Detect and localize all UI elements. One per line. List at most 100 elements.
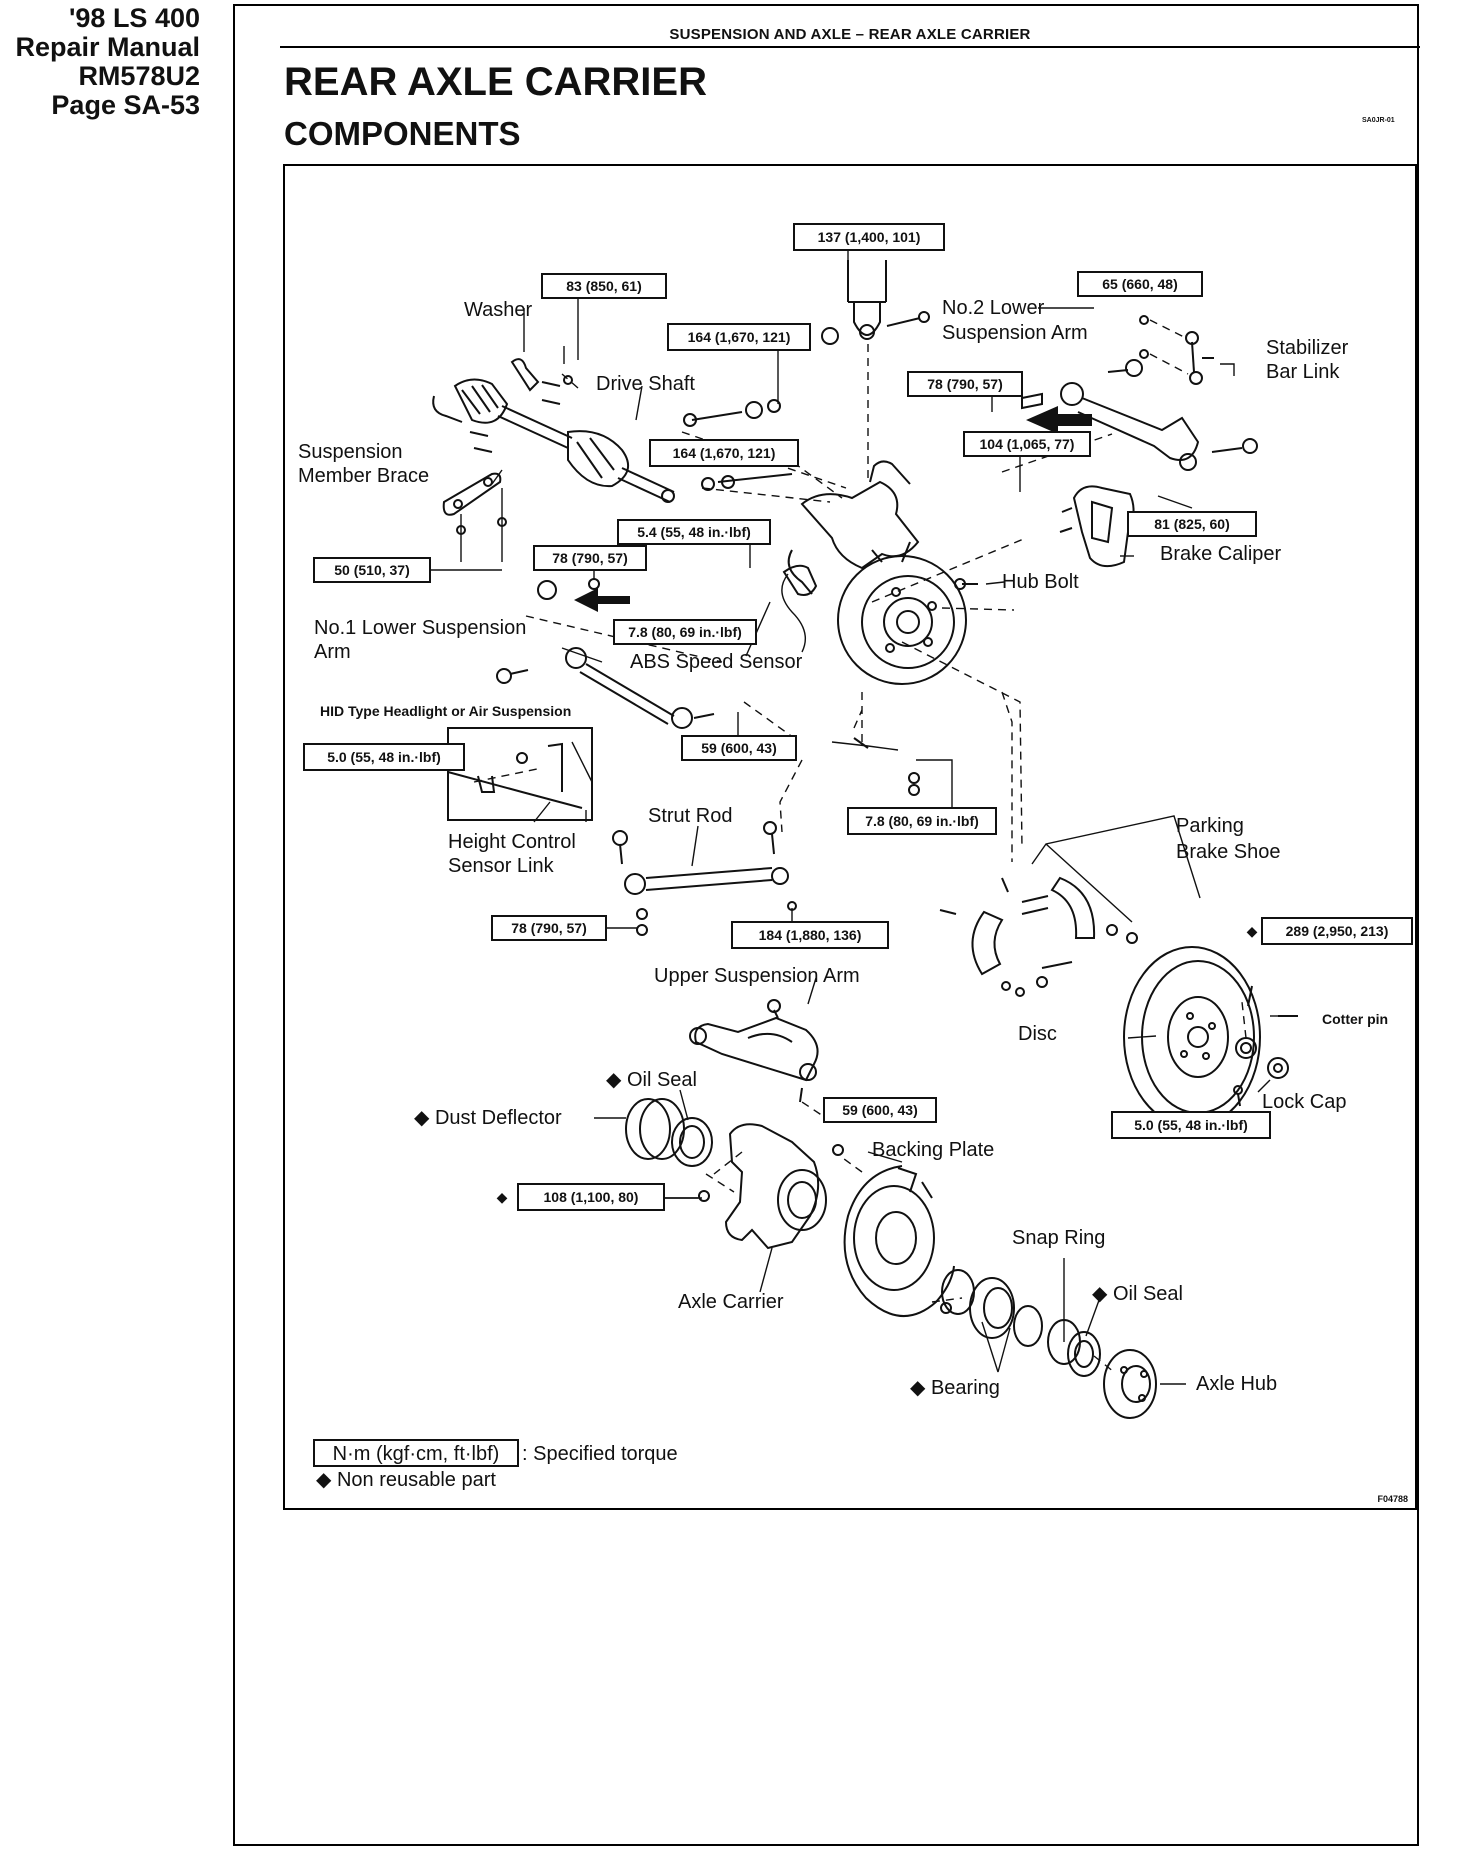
svg-text:164 (1,670, 121): 164 (1,670, 121)	[673, 445, 776, 461]
torque-108: 108 (1,100, 80) ◆	[497, 1183, 702, 1211]
torque-104: 104 (1,065, 77)	[963, 431, 1091, 492]
torque-184: 184 (1,880, 136)	[731, 908, 889, 949]
label-snap-ring: Snap Ring	[1012, 1227, 1105, 1249]
svg-text:◆: ◆	[497, 1189, 508, 1205]
label-parking-brake-1: Parking	[1176, 815, 1244, 837]
label-stabilizer-bar-link-2: Bar Link	[1266, 361, 1340, 383]
svg-text:78 (790, 57): 78 (790, 57)	[927, 376, 1003, 392]
torque-78a: 78 (790, 57)	[907, 371, 1023, 412]
label-parking-brake-2: Brake Shoe	[1176, 841, 1281, 863]
front-arrow-upper	[1026, 406, 1092, 434]
front-arrow-lower	[574, 588, 630, 612]
manual-code-line: RM578U2	[78, 61, 200, 91]
label-height-control-1: Height Control	[448, 831, 576, 853]
torque-59a: 59 (600, 43)	[681, 712, 797, 761]
torque-5-4: 5.4 (55, 48 in.·lbf)	[617, 519, 771, 568]
torque-164b: 164 (1,670, 121)	[649, 439, 799, 467]
label-abs-speed-sensor: ABS Speed Sensor	[630, 651, 803, 673]
svg-text:5.0 (55, 48 in.·lbf): 5.0 (55, 48 in.·lbf)	[327, 749, 441, 765]
label-suspension-member-brace-1: Suspension	[298, 441, 403, 463]
leader-lines	[491, 278, 1271, 1385]
label-suspension-member-brace-2: Member Brace	[298, 465, 429, 487]
components-diagram: 137 (1,400, 101) 83 (850, 61) 65 (660, 4…	[283, 164, 1417, 1510]
manual-reference: '98 LS 400 Repair Manual RM578U2 Page SA…	[0, 4, 200, 120]
label-hid-note: HID Type Headlight or Air Suspension	[320, 703, 571, 719]
hid-inset	[447, 727, 593, 821]
torque-83: 83 (850, 61)	[541, 273, 667, 299]
label-axle-hub: Axle Hub	[1196, 1373, 1277, 1395]
sensor-wire	[831, 737, 920, 796]
figure-code: F04788	[1377, 1494, 1408, 1504]
svg-text:81 (825, 60): 81 (825, 60)	[1154, 516, 1230, 532]
label-lock-cap: Lock Cap	[1262, 1091, 1347, 1113]
torque-137: 137 (1,400, 101)	[793, 223, 945, 260]
axle-carrier-assembly	[787, 460, 967, 685]
svg-text:289 (2,950, 213): 289 (2,950, 213)	[1286, 923, 1389, 939]
svg-text:5.4 (55, 48 in.·lbf): 5.4 (55, 48 in.·lbf)	[637, 524, 751, 540]
abs-speed-sensor	[781, 564, 818, 653]
svg-text:104 (1,065, 77): 104 (1,065, 77)	[980, 436, 1075, 452]
torque-78b: 78 (790, 57)	[533, 545, 647, 580]
torque-7-8a: 7.8 (80, 69 in.·lbf)	[613, 619, 757, 645]
parking-brake-shoe	[939, 876, 1138, 997]
snap-ring-part	[1013, 1305, 1081, 1365]
label-disc: Disc	[1018, 1023, 1057, 1045]
svg-text:65 (660, 48): 65 (660, 48)	[1102, 276, 1178, 292]
label-no1-lower-arm-2: Arm	[314, 641, 351, 663]
label-dust-deflector: ◆ Dust Deflector	[414, 1107, 562, 1129]
section-title: COMPONENTS	[284, 115, 521, 152]
stabilizer-bar-link	[1139, 315, 1214, 385]
label-no2-lower-arm-1: No.2 Lower	[942, 297, 1045, 319]
shock-absorber	[821, 260, 930, 345]
label-drive-shaft: Drive Shaft	[596, 373, 695, 395]
manual-line: Repair Manual	[15, 32, 200, 62]
svg-text:7.8 (80, 69 in.·lbf): 7.8 (80, 69 in.·lbf)	[628, 624, 742, 640]
axle-carrier-part	[698, 1123, 844, 1250]
svg-text:137 (1,400, 101): 137 (1,400, 101)	[818, 229, 921, 245]
label-oil-seal-lower: ◆ Oil Seal	[1092, 1283, 1183, 1305]
svg-text:184 (1,880, 136): 184 (1,880, 136)	[759, 927, 862, 943]
label-hub-bolt: Hub Bolt	[1002, 571, 1079, 593]
torque-7-8b: 7.8 (80, 69 in.·lbf)	[847, 759, 997, 835]
svg-text:78 (790, 57): 78 (790, 57)	[552, 550, 628, 566]
page-line: Page SA-53	[51, 90, 200, 120]
svg-text:7.8 (80, 69 in.·lbf): 7.8 (80, 69 in.·lbf)	[865, 813, 979, 829]
bolts-164	[683, 399, 793, 491]
upper-suspension-arm	[689, 999, 819, 1103]
legend-specified-torque: : Specified torque	[522, 1443, 678, 1465]
label-no2-lower-arm-2: Suspension Arm	[942, 322, 1088, 344]
page-frame	[233, 4, 1419, 1846]
torque-81: 81 (825, 60)	[1127, 511, 1257, 537]
svg-text:5.0 (55, 48 in.·lbf): 5.0 (55, 48 in.·lbf)	[1134, 1117, 1248, 1133]
oil-seal-part	[1067, 1331, 1101, 1377]
model-line: '98 LS 400	[68, 3, 200, 33]
label-bearing: ◆ Bearing	[910, 1377, 1000, 1399]
svg-text:59 (600, 43): 59 (600, 43)	[701, 740, 777, 756]
hub-nut-parts	[1233, 985, 1298, 1107]
label-backing-plate: Backing Plate	[872, 1139, 994, 1161]
running-head: SUSPENSION AND AXLE – REAR AXLE CARRIER	[669, 26, 1031, 43]
label-washer: Washer	[464, 299, 533, 321]
bearing-part	[940, 1269, 1015, 1339]
legend: N·m (kgf·cm, ft·lbf) : Specified torque …	[313, 1439, 678, 1491]
label-stabilizer-bar-link-1: Stabilizer	[1266, 337, 1349, 359]
torque-289: 289 (2,950, 213) ◆	[1247, 917, 1413, 945]
torque-78e: 78 (790, 57)	[491, 915, 638, 941]
no2-lower-arm	[1021, 359, 1258, 471]
page-title: REAR AXLE CARRIER	[284, 60, 707, 104]
svg-text:59 (600, 43): 59 (600, 43)	[842, 1102, 918, 1118]
backing-plate-part	[843, 1165, 955, 1317]
torque-5-0b: 5.0 (55, 48 in.·lbf)	[1111, 1111, 1271, 1139]
svg-text:164 (1,670, 121): 164 (1,670, 121)	[688, 329, 791, 345]
suspension-member-brace	[442, 472, 507, 562]
label-no1-lower-arm-1: No.1 Lower Suspension	[314, 617, 526, 639]
legend-non-reusable: ◆ Non reusable part	[316, 1469, 496, 1491]
legend-unit: N·m (kgf·cm, ft·lbf)	[333, 1443, 500, 1465]
axle-hub-part	[1103, 1349, 1157, 1419]
label-brake-caliper: Brake Caliper	[1160, 543, 1282, 565]
brake-caliper	[1059, 485, 1135, 568]
dust-deflector-oil-seal	[625, 1098, 713, 1167]
no1-lower-arm	[496, 578, 715, 729]
svg-text:◆: ◆	[1247, 923, 1258, 939]
assembly-guide-lines	[473, 344, 1247, 1373]
